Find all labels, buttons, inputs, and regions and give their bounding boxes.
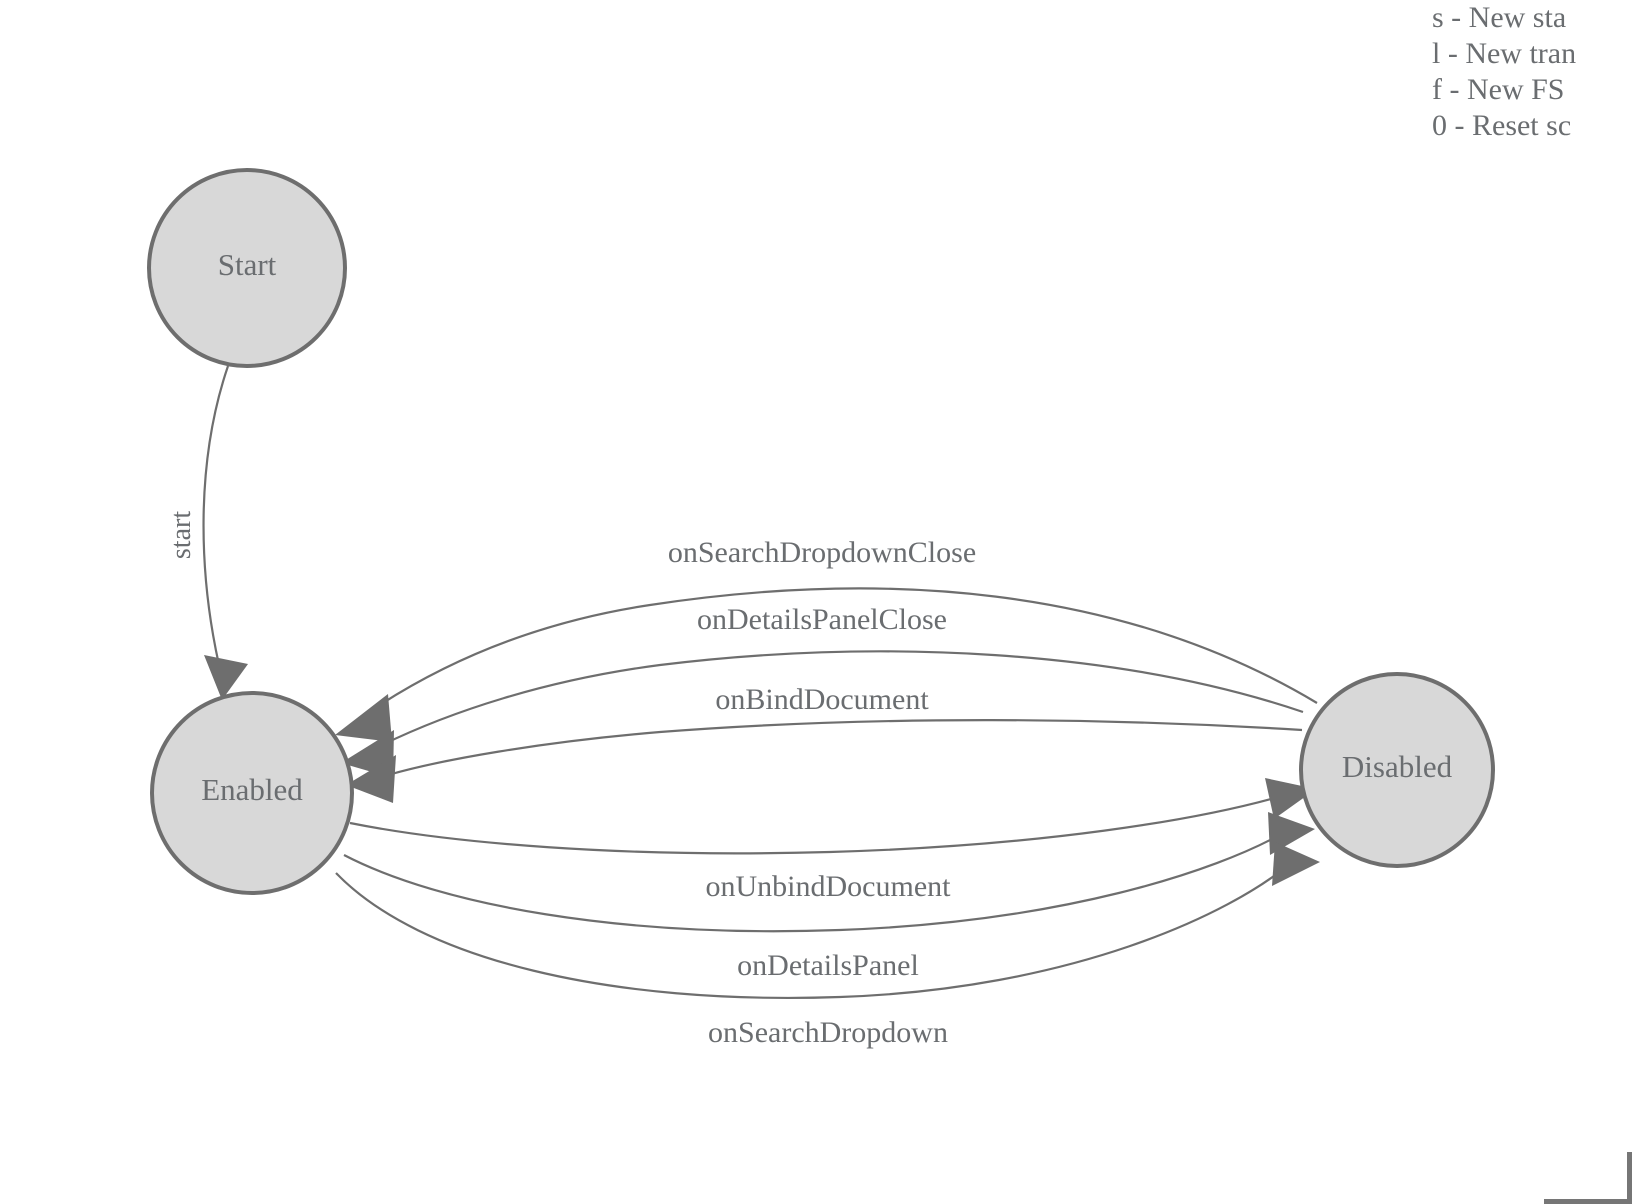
resize-corner-handle[interactable] xyxy=(1544,1152,1632,1204)
edge-start-path xyxy=(202,365,230,666)
edge-label-on-search-dropdown-close: onSearchDropdownClose xyxy=(668,536,976,569)
edge-label-on-details-panel: onDetailsPanel xyxy=(737,949,919,982)
edge-on-bind-document-arrowhead xyxy=(346,755,396,803)
edge-on-details-panel-close-path xyxy=(381,650,1304,746)
edge-label-on-search-dropdown: onSearchDropdown xyxy=(708,1016,948,1049)
node-start[interactable]: Start xyxy=(147,168,347,368)
edge-on-search-dropdown-close-path xyxy=(371,587,1318,711)
node-start-label: Start xyxy=(218,247,277,282)
edge-on-bind-document[interactable] xyxy=(346,719,1303,803)
edge-start-arrowhead xyxy=(204,655,248,700)
keyboard-shortcuts-help: s - New sta l - New tran f - New FS 0 - … xyxy=(1432,0,1632,144)
node-disabled-circle xyxy=(1299,672,1495,868)
node-start-circle xyxy=(147,168,347,368)
edge-start[interactable] xyxy=(202,365,248,700)
edge-label-start: start xyxy=(166,511,197,559)
edge-on-search-dropdown[interactable] xyxy=(335,842,1320,1000)
help-line-new-state: s - New sta xyxy=(1432,1,1567,34)
help-line-reset-scale: 0 - Reset sc xyxy=(1432,109,1572,142)
edge-on-details-panel-path xyxy=(343,831,1286,933)
edge-label-on-bind-document: onBindDocument xyxy=(715,683,929,716)
edge-on-search-dropdown-arrowhead xyxy=(1272,842,1320,886)
edge-on-search-dropdown-close[interactable] xyxy=(335,587,1318,742)
edge-label-on-details-panel-close: onDetailsPanelClose xyxy=(697,603,947,636)
edge-on-unbind-document-path xyxy=(349,793,1286,855)
node-enabled[interactable]: Enabled xyxy=(150,691,354,895)
edge-on-search-dropdown-close-arrowhead xyxy=(335,694,392,742)
help-line-new-fsm: f - New FS xyxy=(1432,73,1565,106)
edge-on-search-dropdown-path xyxy=(335,861,1293,1000)
edge-on-unbind-document[interactable] xyxy=(349,778,1316,855)
node-enabled-circle xyxy=(150,691,354,895)
node-disabled[interactable]: Disabled xyxy=(1299,672,1495,868)
node-enabled-label: Enabled xyxy=(201,772,303,807)
help-line-new-transition: l - New tran xyxy=(1432,37,1577,70)
edge-label-on-unbind-document: onUnbindDocument xyxy=(706,870,952,903)
node-disabled-label: Disabled xyxy=(1342,749,1453,784)
edge-on-bind-document-path xyxy=(387,719,1303,777)
